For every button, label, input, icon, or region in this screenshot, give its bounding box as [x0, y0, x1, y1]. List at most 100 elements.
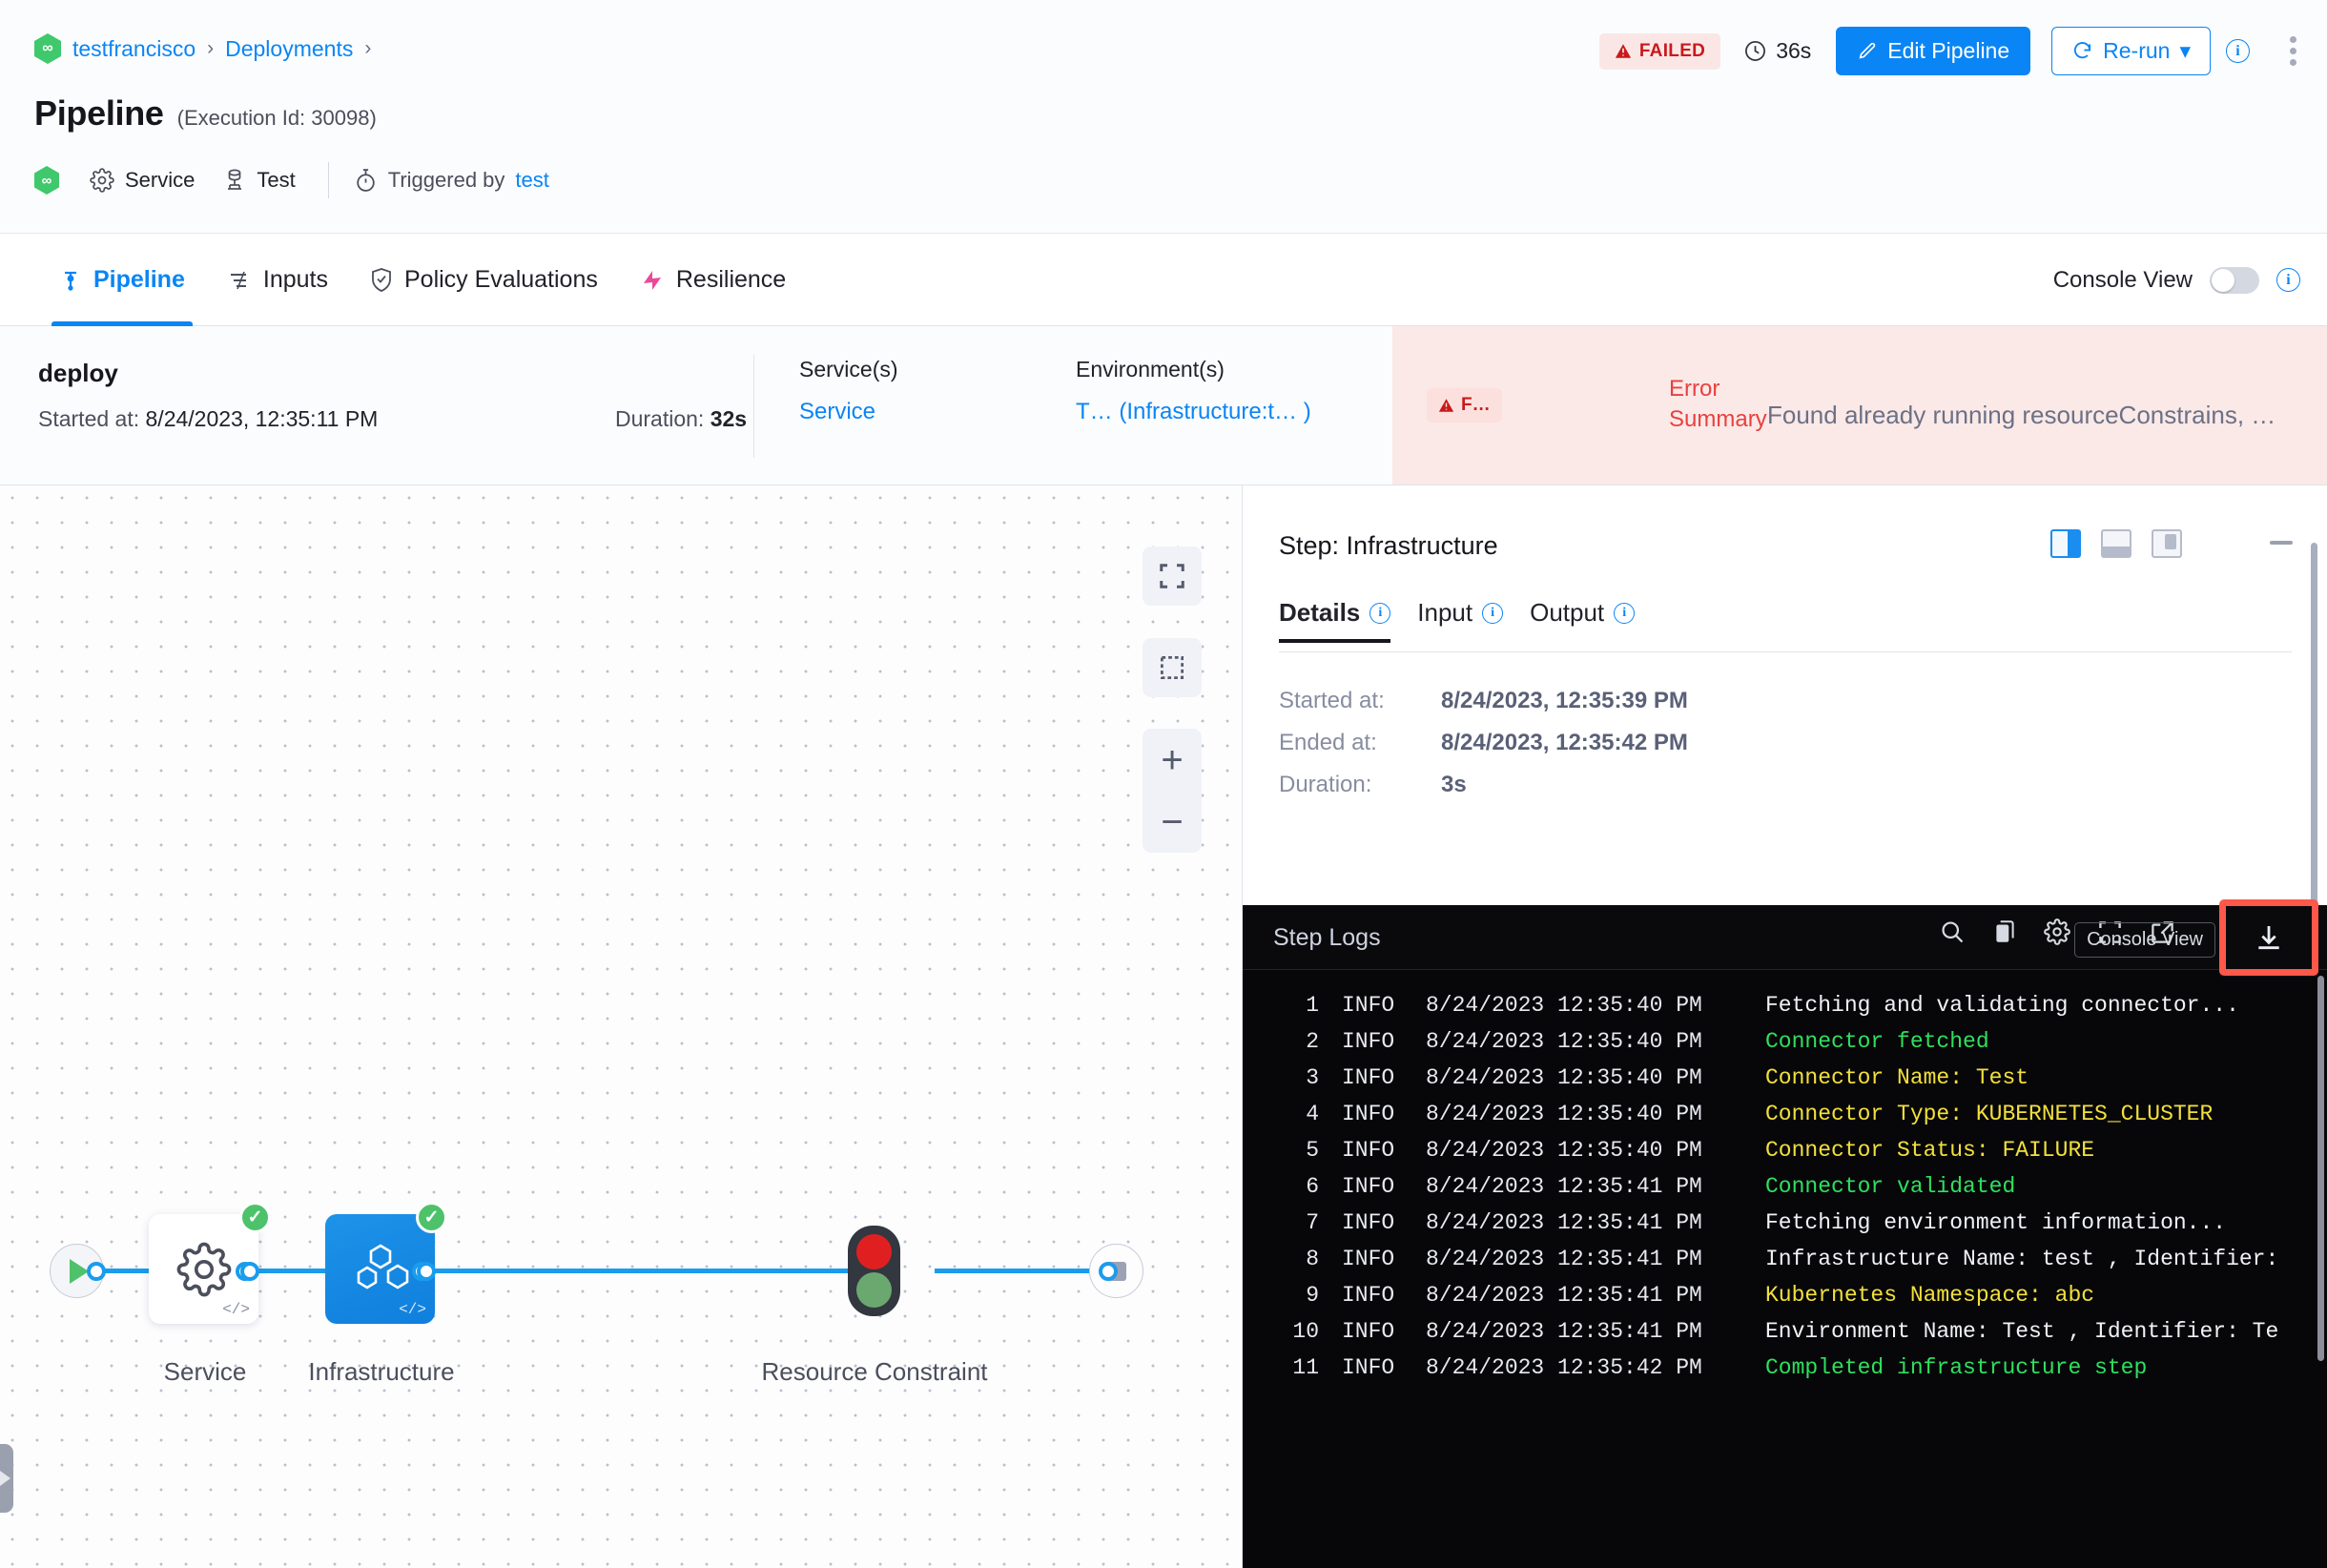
tab-pipeline[interactable]: Pipeline: [38, 234, 206, 326]
meta-service: Service: [90, 168, 195, 193]
port-infra-out[interactable]: [417, 1262, 436, 1281]
zoom-controls[interactable]: + −: [1143, 729, 1202, 853]
stage-divider: [753, 355, 754, 458]
edit-pipeline-button[interactable]: Edit Pipeline: [1836, 27, 2031, 75]
stage-duration-value: 32s: [710, 406, 748, 431]
stage-environments-value[interactable]: T… (Infrastructure:t… ): [1076, 399, 1311, 424]
rerun-info-icon[interactable]: i: [2226, 39, 2250, 63]
log-line-number: 5: [1306, 1138, 1319, 1163]
node-success-check-icon: ✓: [416, 1202, 447, 1233]
log-message: Infrastructure Name: test , Identifier:: [1765, 1247, 2279, 1271]
logs-scrollbar[interactable]: [2317, 976, 2324, 1361]
graph-node-resource-constraint[interactable]: [848, 1226, 900, 1316]
log-message: Kubernetes Namespace: abc: [1765, 1283, 2095, 1308]
log-message: Connector Name: Test: [1765, 1065, 2029, 1090]
rerun-label: Re-run: [2103, 38, 2171, 63]
log-message: Environment Name: Test , Identifier: Te: [1765, 1319, 2279, 1344]
step-tab-input[interactable]: Input i: [1417, 598, 1530, 643]
breadcrumb-project-link[interactable]: testfrancisco: [72, 35, 196, 61]
copy-icon[interactable]: [1992, 918, 2017, 945]
log-line-number: 11: [1292, 1355, 1319, 1380]
console-view-label: Console View: [2052, 266, 2193, 293]
triggered-by-user[interactable]: test: [515, 168, 549, 192]
stage-duration-label: Duration:: [615, 406, 705, 431]
rerun-button[interactable]: Re-run ▾: [2051, 27, 2211, 75]
environment-icon: [223, 168, 246, 193]
stage-environments: Environment(s) T… (Infrastructure:t… ): [1076, 357, 1311, 425]
log-level: INFO: [1342, 1210, 1395, 1235]
warning-triangle-icon: [1438, 398, 1454, 413]
log-message: Completed infrastructure step: [1765, 1355, 2148, 1380]
layout-bottom-split-icon[interactable]: [2101, 529, 2131, 558]
step-tab-output[interactable]: Output i: [1530, 598, 1661, 643]
pipeline-graph-canvas[interactable]: ✓ </> Service ✓ </> Infrastructure: [0, 485, 1242, 1568]
open-external-icon[interactable]: [2150, 919, 2175, 945]
logs-console-view-button[interactable]: Console View: [2074, 922, 2215, 958]
header-actions: FAILED 36s Edit Pipeline Re-run ▾: [1598, 27, 2300, 75]
fit-screen-button[interactable]: [1143, 547, 1202, 606]
layout-right-split-icon[interactable]: [2050, 529, 2081, 558]
zoom-out-button[interactable]: −: [1161, 800, 1184, 843]
log-level: INFO: [1342, 1138, 1395, 1163]
gear-icon[interactable]: [2044, 918, 2070, 945]
log-line-number: 4: [1306, 1102, 1319, 1126]
tab-policy-evaluations[interactable]: Policy Evaluations: [349, 234, 619, 326]
download-logs-button[interactable]: [2219, 899, 2318, 976]
input-info-icon[interactable]: i: [1482, 602, 1504, 624]
status-badge-label: FAILED: [1638, 40, 1706, 61]
execution-id: (Execution Id: 30098): [176, 106, 377, 130]
details-info-icon[interactable]: i: [1369, 602, 1391, 624]
main-tabs-bar: Pipeline Inputs Policy Evaluations: [0, 234, 2327, 326]
console-view-info-icon[interactable]: i: [2276, 268, 2300, 292]
tab-resilience[interactable]: Resilience: [619, 234, 807, 326]
node-success-check-icon: ✓: [239, 1202, 271, 1233]
marquee-select-button[interactable]: [1143, 638, 1202, 697]
log-timestamp: 8/24/2023 12:35:40 PM: [1426, 1102, 1702, 1126]
step-detail-panel: Step: Infrastructure Details i Input i O…: [1242, 485, 2327, 1568]
status-badge: FAILED: [1598, 32, 1721, 70]
stage-services-value[interactable]: Service: [799, 399, 876, 424]
step-logs-title: Step Logs: [1273, 924, 1381, 951]
stage-duration: Duration: 32s: [615, 406, 747, 432]
step-tab-output-label: Output: [1530, 598, 1605, 627]
log-line-number: 2: [1306, 1029, 1319, 1054]
detail-value: 3s: [1441, 772, 1467, 797]
fullscreen-icon[interactable]: [2097, 919, 2123, 945]
log-timestamp: 8/24/2023 12:35:41 PM: [1426, 1247, 1702, 1271]
tab-inputs[interactable]: Inputs: [206, 234, 349, 326]
console-view-toggle[interactable]: [2210, 266, 2259, 294]
layout-float-icon[interactable]: [2152, 529, 2182, 558]
log-line-number: 6: [1306, 1174, 1319, 1199]
log-level: INFO: [1342, 993, 1395, 1018]
error-status-chip: F…: [1427, 388, 1502, 423]
port-end-in[interactable]: [1099, 1262, 1118, 1281]
meta-divider: [327, 162, 329, 198]
zoom-in-button[interactable]: +: [1161, 738, 1184, 781]
meta-environment-label: Test: [257, 168, 296, 192]
minimize-panel-button[interactable]: [2270, 541, 2293, 545]
step-tab-details[interactable]: Details i: [1279, 598, 1417, 643]
edge-infra-constraint: [429, 1269, 877, 1273]
kebab-dot-3: [2290, 59, 2296, 66]
traffic-light-red: [856, 1233, 892, 1269]
more-options-button[interactable]: [2286, 32, 2300, 70]
main-tabs: Pipeline Inputs Policy Evaluations: [38, 234, 807, 326]
port-start-out[interactable]: [87, 1262, 106, 1281]
collapse-sidebar-handle[interactable]: [0, 1444, 13, 1513]
port-service-out[interactable]: [240, 1262, 259, 1281]
harness-mark-icon: ∞: [34, 166, 59, 195]
log-message: Connector Status: FAILURE: [1765, 1138, 2095, 1163]
panel-scrollbar[interactable]: [2311, 543, 2317, 953]
log-message: Fetching and validating connector...: [1765, 993, 2239, 1018]
search-icon[interactable]: [1939, 918, 1966, 945]
breadcrumb-deployments-link[interactable]: Deployments: [225, 35, 354, 61]
output-info-icon[interactable]: i: [1614, 602, 1636, 624]
